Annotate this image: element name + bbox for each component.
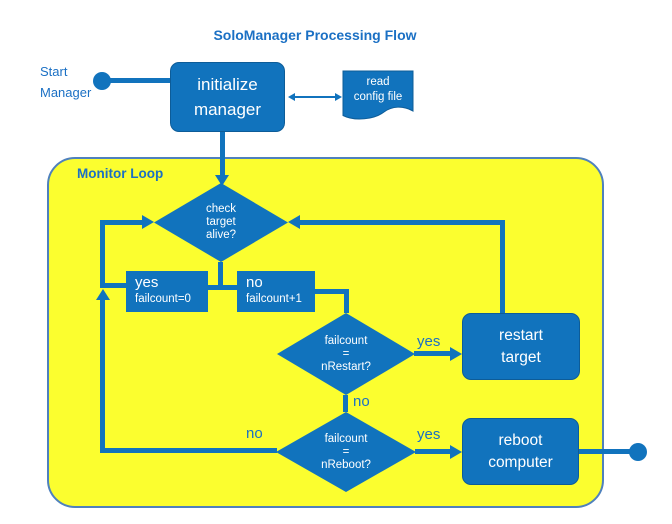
check-target-alive-label: check target alive?	[205, 203, 237, 241]
arrowhead-right-icon	[142, 215, 154, 229]
monitor-loop-label: Monitor Loop	[77, 166, 164, 181]
edge-label-yes-reboot: yes	[417, 426, 441, 443]
arrowhead-right-icon	[335, 93, 342, 101]
start-manager-label: Start Manager	[40, 64, 92, 100]
edge-label-no-reboot: no	[246, 425, 263, 442]
connector-check-split	[208, 285, 238, 290]
connector-left-loop-vertical	[100, 220, 105, 288]
connector-nrestart-yes	[414, 351, 451, 356]
connector-nobox-right	[315, 289, 349, 294]
yes-failcount0-box: yes failcount=0	[126, 271, 208, 312]
restart-target-label: restart target	[499, 326, 543, 366]
reboot-computer-label: reboot computer	[488, 431, 553, 471]
connector-nreboot-yes	[415, 449, 451, 454]
connector-left-loop-horizontal	[103, 220, 143, 225]
read-config-label: read config file	[353, 76, 403, 103]
no-branch-detail: failcount+1	[246, 293, 302, 305]
arrowhead-right-icon	[450, 347, 462, 361]
edge-label-no-restart: no	[353, 393, 370, 410]
arrowhead-left-icon	[288, 215, 300, 229]
no-failcount1-box: no failcount+1	[237, 271, 315, 312]
arrowhead-right-icon	[450, 445, 462, 459]
connector-nrestart-no	[343, 395, 348, 412]
connector-yesbox-left	[103, 283, 127, 288]
page-title: SoloManager Processing Flow	[213, 27, 417, 43]
arrowhead-up-icon	[96, 289, 110, 300]
yes-branch-detail: failcount=0	[135, 293, 191, 305]
start-terminator-dot	[93, 72, 111, 90]
edge-label-yes-restart: yes	[417, 333, 441, 350]
initialize-manager-label: initialize manager	[193, 75, 262, 119]
nrestart-label: failcount = nRestart?	[321, 334, 371, 373]
connector-init-to-check	[220, 132, 225, 176]
arrowhead-left-icon	[288, 93, 295, 101]
end-terminator-dot	[629, 443, 647, 461]
connector-restart-to-check	[299, 220, 505, 225]
no-branch-title: no	[246, 274, 263, 291]
connector-init-config-line	[294, 96, 336, 98]
read-config-document-shape	[342, 70, 414, 120]
connector-reboot-exit	[579, 449, 630, 454]
arrowhead-down-icon	[215, 175, 229, 186]
connector-return-vertical	[100, 299, 105, 453]
nreboot-label: failcount = nReboot?	[321, 432, 371, 471]
yes-branch-title: yes	[135, 274, 159, 291]
reboot-computer-box: reboot computer	[462, 418, 579, 485]
connector-start-to-init	[102, 78, 172, 83]
initialize-manager-box: initialize manager	[170, 62, 285, 132]
connector-to-nrestart	[344, 289, 349, 313]
restart-target-box: restart target	[462, 313, 580, 380]
connector-restart-up	[500, 223, 505, 313]
connector-nreboot-no-horizontal	[103, 448, 277, 453]
connector-check-down	[218, 262, 223, 290]
